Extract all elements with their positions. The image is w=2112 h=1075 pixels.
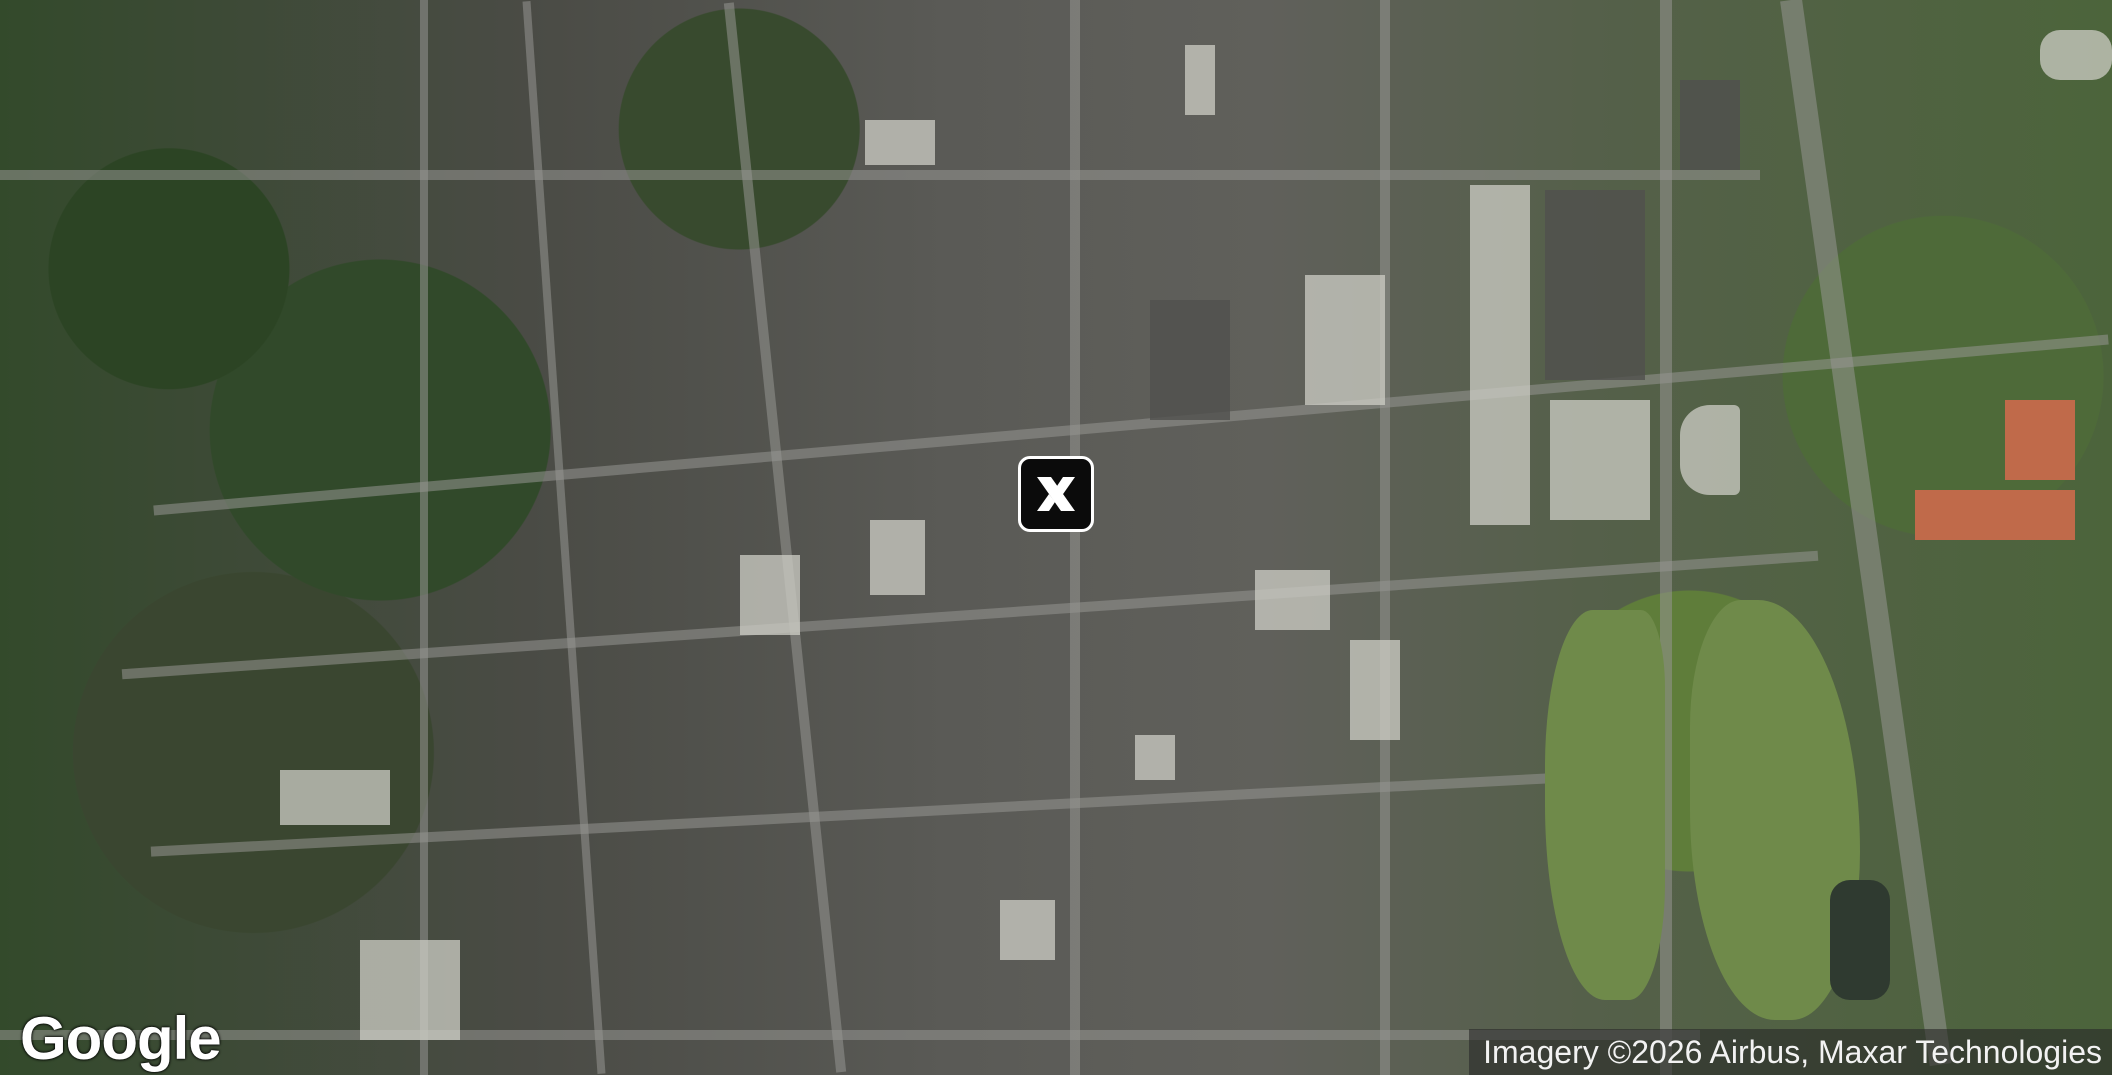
building: [740, 555, 800, 635]
road: [420, 0, 428, 1075]
road: [153, 334, 2109, 516]
road: [1070, 0, 1080, 1075]
road: [723, 2, 847, 1073]
building: [1550, 400, 1650, 520]
building: [2040, 30, 2112, 80]
building: [865, 120, 935, 165]
road: [1380, 0, 1390, 1075]
building: [1915, 490, 2075, 540]
road: [0, 170, 1760, 180]
parking-lot: [1545, 190, 1645, 380]
building: [1680, 405, 1740, 495]
creek: [1830, 880, 1890, 1000]
location-marker[interactable]: [1018, 456, 1094, 532]
x-logo-icon: [1037, 477, 1075, 511]
building: [1135, 735, 1175, 780]
imagery-attribution: Imagery ©2026 Airbus, Maxar Technologies: [1469, 1029, 2112, 1075]
building: [360, 940, 460, 1040]
park: [1545, 610, 1665, 1000]
building: [1255, 570, 1330, 630]
google-logo[interactable]: Google: [20, 1005, 222, 1072]
building: [1350, 640, 1400, 740]
road: [522, 1, 606, 1074]
building: [2005, 400, 2075, 480]
building: [1000, 900, 1055, 960]
building: [280, 770, 390, 825]
building: [1470, 185, 1530, 525]
road: [0, 1030, 1700, 1040]
parking-lot: [1150, 300, 1230, 420]
building: [1305, 275, 1385, 405]
building: [870, 520, 925, 595]
parking-lot: [1680, 80, 1740, 170]
building: [1185, 45, 1215, 115]
